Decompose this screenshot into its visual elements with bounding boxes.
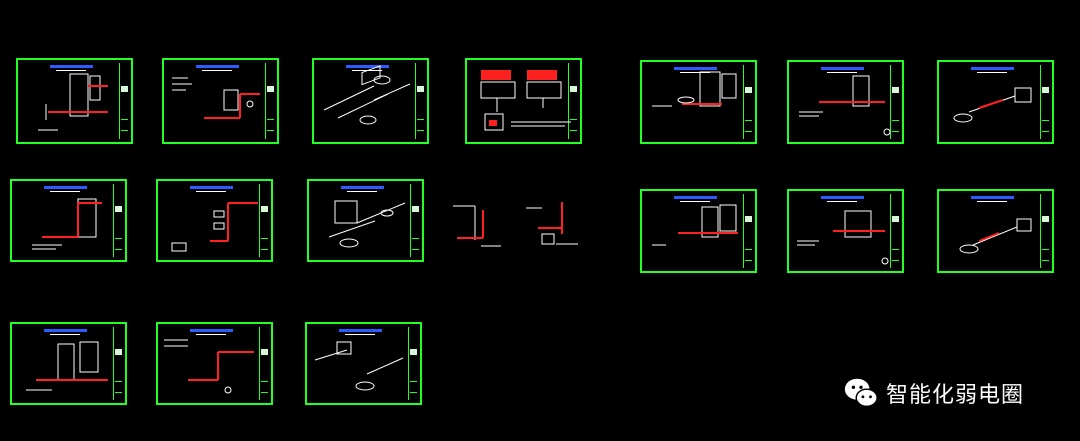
drawing-sheet[interactable] bbox=[10, 322, 127, 405]
detail-drawing bbox=[526, 202, 578, 245]
drawing-sheet[interactable] bbox=[307, 179, 424, 262]
plan-drawing bbox=[799, 75, 891, 136]
isometric-drawing bbox=[328, 200, 406, 248]
drawing-sheet[interactable] bbox=[465, 58, 582, 144]
plan-drawing bbox=[652, 204, 738, 246]
isometric-drawing bbox=[953, 87, 1032, 123]
drawing-sheet[interactable] bbox=[156, 322, 273, 405]
plan-drawing bbox=[171, 202, 258, 252]
system-diagram bbox=[480, 70, 571, 131]
plan-drawing bbox=[164, 339, 254, 394]
detail-drawing bbox=[453, 205, 501, 247]
isometric-drawing bbox=[323, 65, 411, 125]
drawing-sheet[interactable] bbox=[10, 179, 127, 262]
isometric-drawing bbox=[959, 218, 1032, 254]
drawing-sheet[interactable] bbox=[787, 189, 904, 273]
plan-drawing bbox=[172, 77, 260, 119]
sheet-title-bar bbox=[49, 65, 93, 68]
drawing-sheet[interactable] bbox=[937, 60, 1054, 144]
plan-drawing bbox=[26, 341, 108, 391]
drawing-sheet[interactable] bbox=[305, 322, 422, 405]
drawing-sheet[interactable] bbox=[162, 58, 279, 144]
title-block bbox=[119, 63, 128, 139]
drawing-sheet[interactable] bbox=[787, 60, 904, 144]
plan-drawing bbox=[652, 71, 737, 107]
drawing-sheet[interactable] bbox=[16, 58, 133, 144]
watermark-text: 智能化弱电圈 bbox=[886, 383, 1025, 408]
drawing-sheet[interactable] bbox=[312, 58, 429, 144]
drawing-sheet[interactable] bbox=[937, 189, 1054, 273]
plan-drawing bbox=[797, 210, 889, 265]
drawing-sheet[interactable] bbox=[640, 189, 757, 273]
drawing-sheet[interactable] bbox=[156, 179, 273, 262]
watermark: 智能化弱电圈 bbox=[842, 374, 1024, 412]
drawing-sheet[interactable] bbox=[640, 60, 757, 144]
plan-drawing bbox=[32, 198, 102, 250]
wechat-icon bbox=[844, 378, 878, 408]
plan-drawing bbox=[38, 73, 108, 131]
isometric-drawing bbox=[314, 341, 404, 391]
